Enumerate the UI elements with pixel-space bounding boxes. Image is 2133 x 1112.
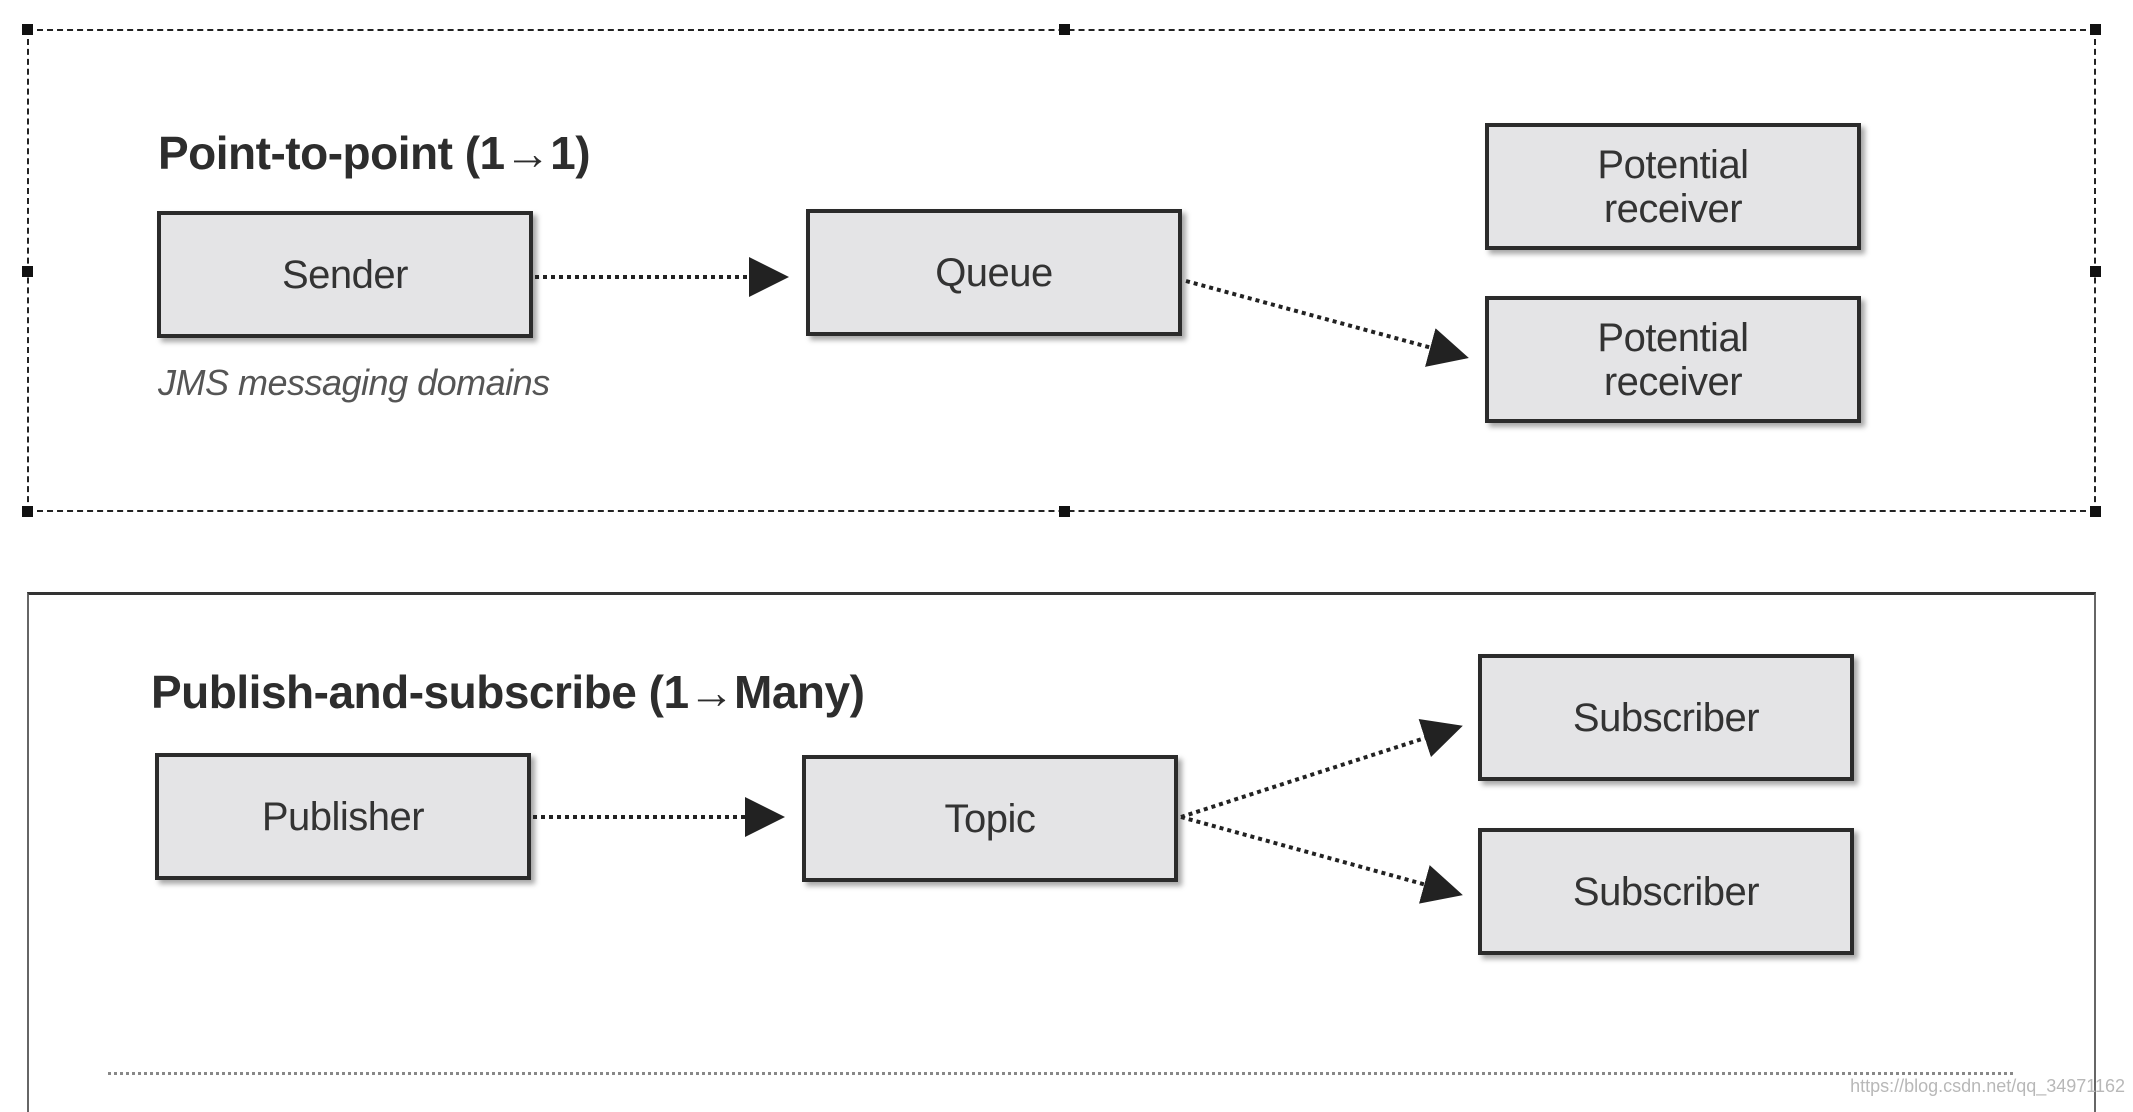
resize-handle-top-right[interactable]	[2090, 24, 2101, 35]
topic-box: Topic	[802, 755, 1178, 882]
sender-label: Sender	[282, 252, 408, 297]
potential-receiver-label-2: Potential receiver	[1597, 315, 1749, 404]
potential-receiver-label-1: Potential receiver	[1597, 142, 1749, 231]
resize-handle-top-left[interactable]	[22, 24, 33, 35]
subscriber-label-2: Subscriber	[1572, 869, 1760, 914]
jms-caption: JMS messaging domains	[158, 362, 550, 403]
potential-receiver-box-1: Potential receiver	[1485, 123, 1861, 250]
potential-receiver-box-2: Potential receiver	[1485, 296, 1861, 423]
subscriber-box-2: Subscriber	[1478, 828, 1854, 955]
subscriber-box-1: Subscriber	[1478, 654, 1854, 781]
resize-handle-middle-right[interactable]	[2090, 266, 2101, 277]
resize-handle-middle-left[interactable]	[22, 266, 33, 277]
resize-handle-top-center[interactable]	[1059, 24, 1070, 35]
queue-box: Queue	[806, 209, 1182, 336]
publish-subscribe-title: Publish-and-subscribe (1→Many)	[151, 666, 865, 718]
point-to-point-title: Point-to-point (1→1)	[158, 127, 591, 179]
resize-handle-bottom-right[interactable]	[2090, 506, 2101, 517]
watermark: https://blog.csdn.net/qq_34971162	[1850, 1076, 2125, 1096]
topic-label: Topic	[944, 796, 1036, 841]
resize-handle-bottom-left[interactable]	[22, 506, 33, 517]
sender-box: Sender	[157, 211, 533, 338]
resize-handle-bottom-center[interactable]	[1059, 506, 1070, 517]
queue-label: Queue	[935, 250, 1053, 295]
publisher-label: Publisher	[261, 794, 425, 839]
bottom-divider	[108, 1072, 2013, 1075]
publisher-box: Publisher	[155, 753, 531, 880]
subscriber-label-1: Subscriber	[1572, 695, 1760, 740]
